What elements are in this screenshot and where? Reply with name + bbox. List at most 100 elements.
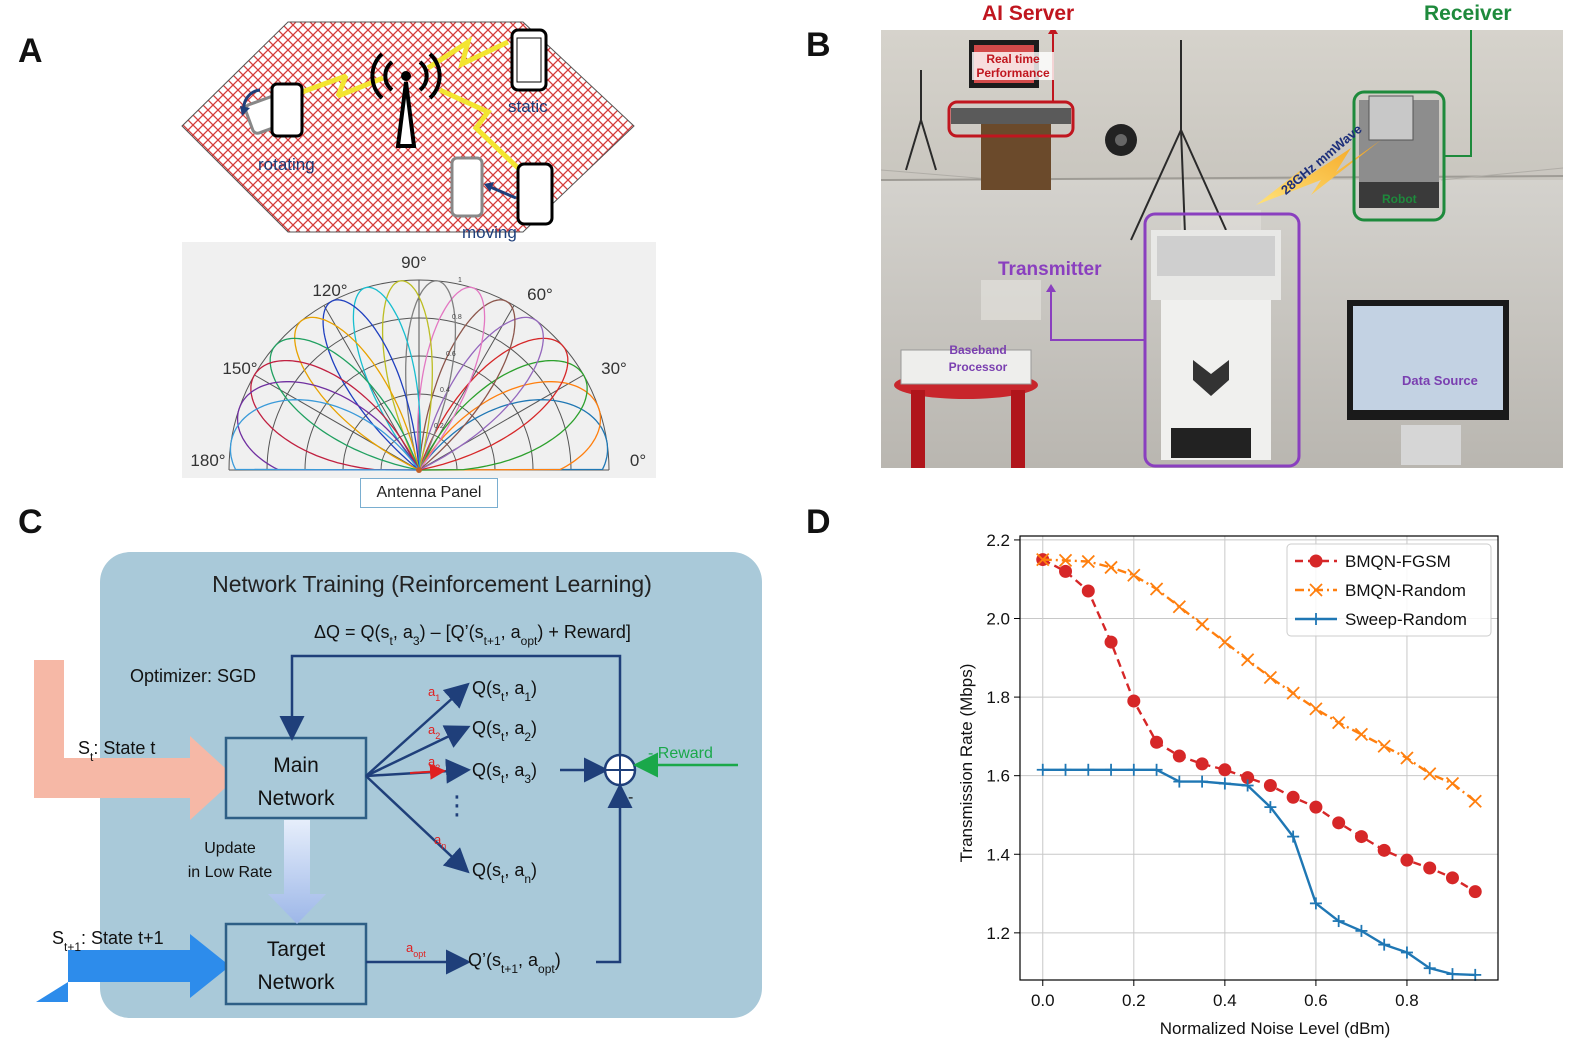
radial-tick-0-8: 0.8 — [452, 314, 462, 321]
q-value-a3: Q(st, a3) — [472, 760, 537, 786]
data-point-sweep-random — [1423, 962, 1436, 975]
moving-phone-icon — [450, 156, 554, 226]
panel-a-scenario: rotating static moving — [181, 21, 635, 242]
x-tick-label: 0.2 — [1122, 991, 1146, 1010]
beam-lobe — [405, 280, 457, 472]
legend-label-bmqn-random: BMQN-Random — [1345, 581, 1466, 600]
data-point-bmqn-fgsm — [1104, 635, 1118, 649]
robot-label: Robot — [1382, 192, 1417, 206]
panel-letter-d: D — [806, 503, 831, 541]
beam-lobe — [417, 381, 602, 471]
static-phone-icon — [510, 28, 548, 92]
delta-q-formula: ΔQ = Q(st, a3) – [Q’(st+1, aopt) + Rewar… — [314, 622, 631, 648]
radial-tick-0-6: 0.6 — [446, 351, 456, 358]
data-point-sweep-random — [1241, 779, 1254, 792]
target-q-line — [596, 783, 633, 964]
y-tick-label: 2.2 — [986, 531, 1010, 550]
data-point-bmqn-fgsm — [1241, 771, 1255, 785]
data-point-bmqn-random — [1309, 702, 1323, 716]
baseband-processor-label: Baseband Processor — [938, 342, 1018, 376]
state-t-arrow — [34, 660, 236, 820]
arrow-label-a2: a2 — [428, 722, 440, 741]
data-point-bmqn-fgsm — [1354, 830, 1368, 844]
rl-training-diagram: Network Training (Reinforcement Learning… — [34, 552, 762, 1018]
data-point-sweep-random — [1082, 763, 1095, 776]
summing-junction-icon — [603, 753, 637, 787]
panel-letter-b: B — [806, 26, 831, 64]
data-point-bmqn-random — [1149, 582, 1164, 596]
data-point-sweep-random — [1332, 915, 1345, 928]
data-point-sweep-random — [1036, 763, 1049, 776]
diagram-title: Network Training (Reinforcement Learning… — [212, 571, 652, 597]
data-point-bmqn-random — [1263, 670, 1278, 685]
data-point-bmqn-random — [1218, 635, 1232, 649]
x-tick-label: 0.8 — [1395, 991, 1419, 1010]
data-point-bmqn-fgsm — [1468, 885, 1482, 899]
x-tick-label: 0.6 — [1304, 991, 1328, 1010]
radial-tick-1: 1 — [458, 277, 462, 284]
action-arrow-3-highlight — [409, 763, 446, 780]
angle-label-0: 0° — [630, 451, 646, 470]
legend-label-bmqn-fgsm: BMQN-FGSM — [1345, 552, 1451, 571]
beam-lobe — [417, 359, 588, 471]
angle-label-30: 30° — [601, 359, 627, 378]
antenna-origin — [416, 467, 422, 473]
data-point-sweep-random — [1400, 946, 1413, 959]
data-point-sweep-random — [1355, 924, 1368, 937]
update-arrow — [268, 820, 326, 924]
main-network-box — [224, 736, 368, 820]
beam-lobe — [417, 337, 569, 471]
static-label: static — [508, 97, 548, 116]
update-label-line1: Update — [204, 840, 256, 857]
data-point-sweep-random — [1378, 938, 1391, 951]
optimizer-label: Optimizer: SGD — [130, 666, 256, 686]
optimizer-loop-line — [279, 654, 622, 782]
data-point-bmqn-random — [1172, 600, 1186, 614]
data-point-bmqn-fgsm — [1400, 853, 1414, 867]
polar-spoke — [254, 374, 420, 471]
beam-lobe — [229, 399, 421, 471]
x-axis-label: Normalized Noise Level (dBm) — [1160, 1019, 1391, 1038]
link-bolt-moving — [438, 87, 520, 170]
beam-lobe — [418, 299, 516, 472]
data-point-bmqn-random — [1445, 776, 1460, 791]
series-line-bmqn-random — [1042, 558, 1476, 803]
data-point-sweep-random — [1196, 775, 1209, 788]
data-point-sweep-random — [1127, 763, 1140, 776]
data-source-label: Data Source — [1402, 373, 1478, 388]
data-point-bmqn-random — [1354, 727, 1369, 742]
data-point-bmqn-fgsm — [1377, 843, 1391, 857]
y-tick-label: 1.4 — [986, 845, 1010, 864]
antenna-panel-label: Antenna Panel — [360, 478, 498, 508]
angle-label-120: 120° — [312, 281, 347, 300]
data-point-bmqn-random — [1286, 686, 1300, 700]
data-point-bmqn-random — [1332, 716, 1346, 730]
x-tick-label: 0.4 — [1213, 991, 1237, 1010]
data-point-bmqn-random — [1081, 554, 1095, 569]
link-bolt-rotating — [301, 73, 384, 99]
data-point-bmqn-random — [1423, 767, 1437, 781]
data-point-bmqn-random — [1468, 794, 1482, 808]
data-point-bmqn-fgsm — [1423, 861, 1437, 875]
beam-pattern-polar-plot: 90° 120° 60° 150° 30° 180° 0° 1 0.8 0.6 … — [182, 242, 656, 478]
beam-lobe — [250, 359, 421, 471]
series-line-sweep-random — [1042, 768, 1476, 977]
rotating-phone-icon — [240, 82, 304, 138]
beam-lobe — [269, 337, 421, 471]
realtime-line1: Real time — [986, 52, 1040, 66]
beam-lobe — [418, 316, 544, 472]
beam-lobe — [294, 316, 420, 472]
arrow-label-a3: a3 — [428, 754, 440, 773]
y-tick-label: 1.6 — [986, 767, 1010, 786]
action-arrow-n — [365, 775, 470, 874]
panel-letter-c: C — [18, 503, 43, 541]
data-point-sweep-random — [1218, 777, 1231, 790]
state-t1-arrow — [36, 934, 230, 1002]
data-point-bmqn-random — [1036, 552, 1050, 567]
arrow-label-a1: a1 — [428, 684, 440, 703]
link-bolt-static — [426, 36, 510, 71]
q-value-a2: Q(st, a2) — [472, 718, 537, 744]
radial-tick-0-2: 0.2 — [434, 423, 444, 430]
y-tick-label: 1.2 — [986, 924, 1010, 943]
